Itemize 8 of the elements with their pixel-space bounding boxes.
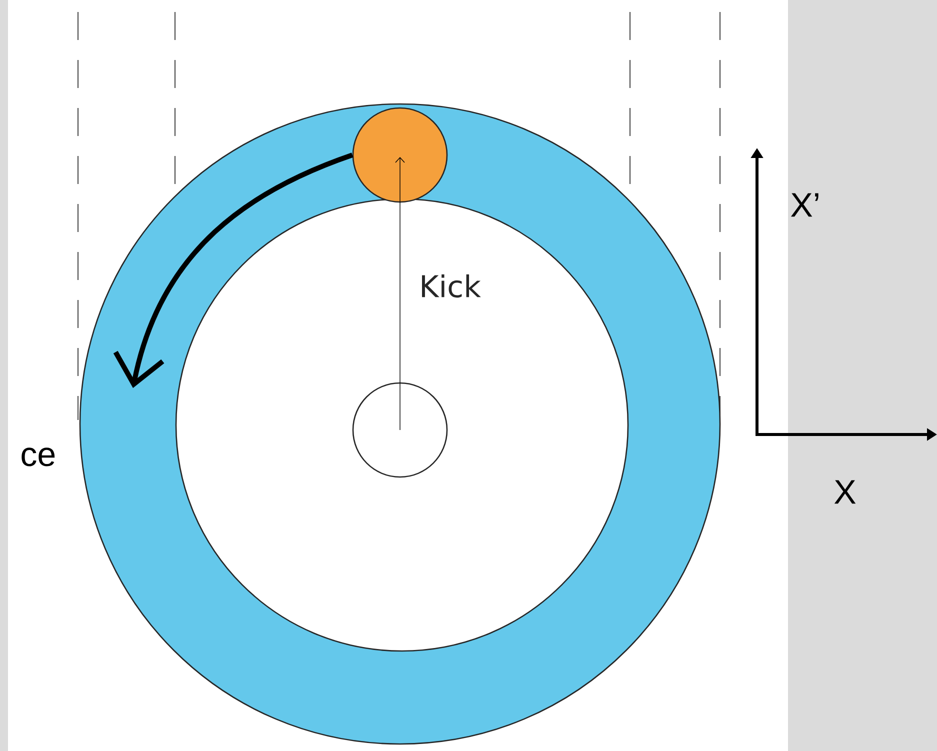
edge-label: Kick: [422, 274, 481, 298]
text-label: X: [834, 480, 856, 504]
text-label: X’: [790, 193, 818, 217]
arrow: [395, 156, 405, 430]
hub-circle: [352, 382, 448, 478]
arrow: [113, 152, 354, 388]
ball: [352, 107, 448, 203]
text-label: ce: [22, 448, 55, 466]
